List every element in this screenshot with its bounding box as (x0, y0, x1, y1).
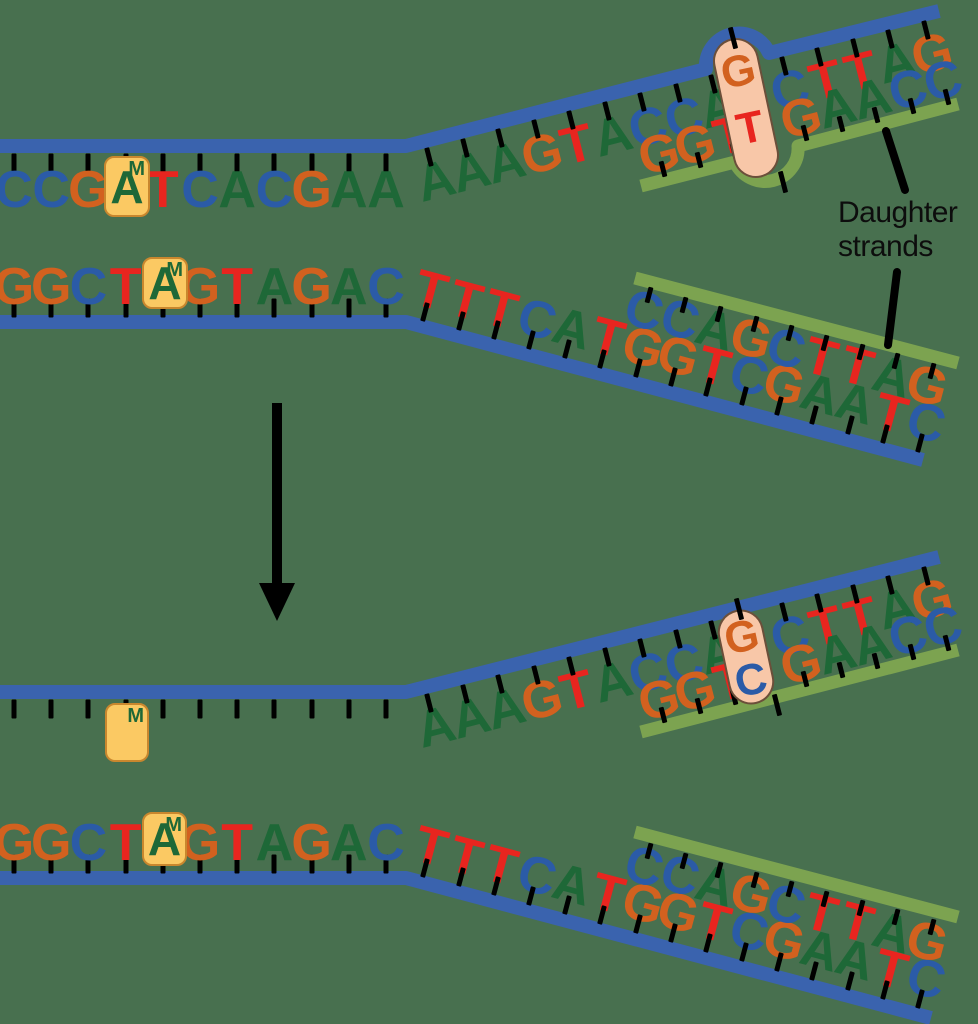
base-pair-tick (48, 298, 54, 318)
base-A: A (367, 161, 405, 219)
base-pair-tick (160, 153, 166, 172)
base-pair-tick (383, 153, 389, 172)
daughter-strand-upper-2 (639, 643, 960, 739)
methylated-base: A (147, 813, 182, 865)
methyl-box: M (105, 703, 149, 762)
base-pair-tick (309, 298, 315, 318)
base-G: G (68, 161, 109, 219)
base-G: G (291, 814, 332, 872)
base-pair-tick (346, 153, 352, 172)
base-G: G (0, 258, 35, 316)
base-pair-tick (197, 153, 203, 172)
base-C: C (367, 814, 405, 872)
base-pair-tick (234, 298, 240, 318)
base-A: A (330, 814, 368, 872)
base-G: G (291, 258, 332, 316)
base-pair-tick (123, 854, 129, 874)
methyl-mark: M (128, 158, 145, 180)
base-pair-tick (85, 699, 91, 718)
base-pair-tick (383, 298, 389, 318)
base-pair-tick (11, 699, 17, 718)
daughter-strands-label: Daughter strands (838, 196, 958, 264)
pointer-line-lower (884, 268, 901, 349)
base-pair-tick (346, 699, 352, 718)
base-C: C (69, 814, 108, 872)
base-pair-tick (11, 854, 17, 874)
base-pair-tick (85, 854, 91, 874)
base-pair-tick (197, 298, 203, 318)
base-A: A (218, 161, 256, 219)
base-G: G (30, 258, 72, 316)
base-pair-tick (123, 298, 129, 318)
daughter-strands-label-line2: strands (838, 230, 933, 263)
base-pair-tick (48, 699, 54, 718)
base-G: G (30, 814, 72, 872)
base-A: A (255, 258, 294, 316)
base-pair-tick (383, 699, 389, 718)
base-pair-tick (383, 854, 389, 874)
base-pair-tick (85, 153, 91, 172)
daughter-strand-lower-1 (633, 271, 960, 370)
base-pair-tick (234, 699, 240, 718)
daughter-strands-label-line1: Daughter (838, 196, 958, 229)
parental-strand-top-2 (0, 550, 941, 699)
methyl-box: A M (104, 156, 150, 217)
base-pair-tick (271, 153, 277, 172)
base-pair-tick (197, 854, 203, 874)
methyl-box: A M (142, 257, 188, 309)
base-pair-tick (271, 854, 277, 874)
base-C: C (367, 258, 405, 316)
base-pair-tick (346, 298, 352, 318)
parental-strand-top-1 (0, 4, 941, 153)
base-pair-tick (85, 298, 91, 318)
base-pair-tick (48, 854, 54, 874)
base-C: C (0, 161, 33, 219)
base-pair-tick (309, 153, 315, 172)
process-arrow-head (259, 583, 295, 621)
base-pair-tick (48, 153, 54, 172)
base-T: T (221, 814, 254, 872)
base-A: A (330, 258, 368, 316)
methylated-base: A (148, 257, 182, 309)
base-pair-tick (271, 298, 277, 318)
base-G: G (291, 161, 332, 219)
base-G: G (0, 814, 35, 872)
parental-strand-bottom-2 (0, 871, 933, 1024)
base-pair-tick (11, 298, 17, 318)
base-T: T (221, 258, 254, 316)
pointer-line-upper (882, 127, 909, 194)
base-C: C (255, 161, 294, 219)
methyl-mark: M (165, 814, 182, 836)
methyl-mark: M (127, 705, 144, 727)
base-C: C (181, 161, 219, 219)
base-A: A (255, 814, 294, 872)
methylated-base: A (110, 160, 144, 213)
mismatch-parental-base: G (716, 43, 761, 99)
base-pair-tick (11, 153, 17, 172)
base-pair-tick (309, 854, 315, 874)
base-pair-tick (234, 854, 240, 874)
base-A: A (330, 161, 368, 219)
methyl-box: A M (142, 812, 187, 866)
base-pair-tick (160, 699, 166, 718)
base-pair-tick (346, 854, 352, 874)
base-pair-tick (309, 699, 315, 718)
mismatch-daughter-base: T (732, 101, 769, 155)
base-T: T (146, 161, 179, 219)
parental-strand-bottom-1 (0, 315, 925, 467)
methyl-mark: M (166, 259, 183, 281)
base-pair-tick (234, 153, 240, 172)
base-C: C (69, 258, 108, 316)
base-T: T (109, 814, 142, 872)
daughter-strand-lower-2 (633, 825, 960, 924)
base-C: C (32, 161, 70, 219)
base-T: T (109, 258, 142, 316)
repaired-daughter-base: C (730, 652, 772, 708)
base-pair-tick (197, 699, 203, 718)
base-pair-tick (271, 699, 277, 718)
